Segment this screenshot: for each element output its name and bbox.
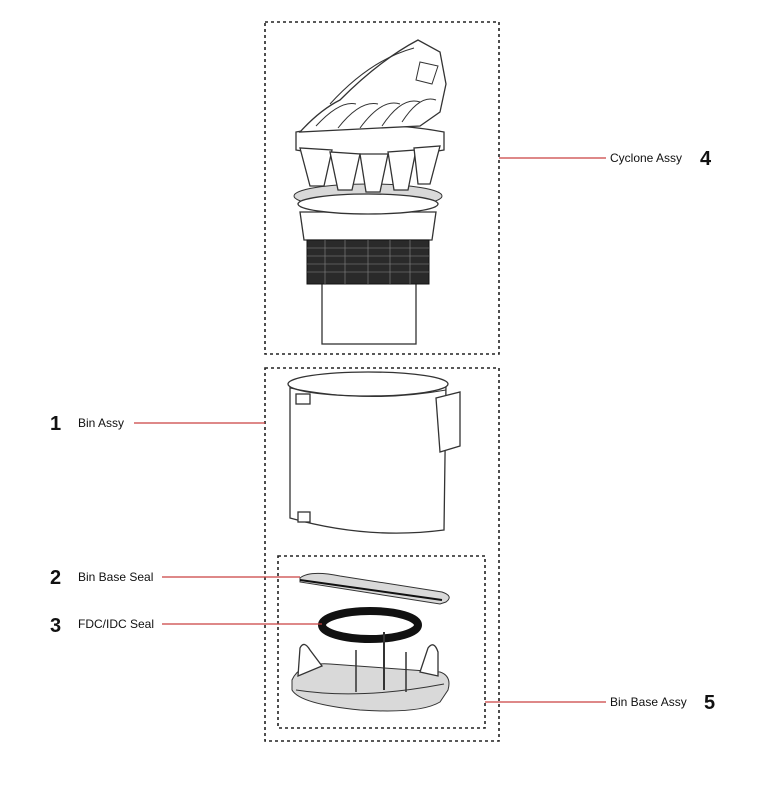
bin-assy-illustration	[287, 371, 461, 534]
callout-label: Bin Base Assy	[610, 695, 687, 709]
callout-fdc-idc-seal: 3 FDC/IDC Seal	[50, 615, 154, 637]
callout-label: Bin Assy	[78, 416, 124, 430]
callout-number: 2	[50, 567, 61, 589]
callout-label: Cyclone Assy	[610, 151, 682, 165]
cyclone-assy-group-box	[264, 21, 500, 355]
fdc-idc-seal-illustration	[318, 607, 422, 643]
bin-assy-group-box	[264, 367, 500, 742]
bin-base-assy-group-box	[277, 555, 486, 729]
callout-number: 3	[50, 615, 61, 637]
bin-base-assy-illustration	[291, 632, 450, 712]
callout-bin-base-assy: Bin Base Assy 5	[610, 692, 715, 714]
callout-number: 5	[704, 692, 715, 714]
cyclone-assy-illustration	[293, 39, 447, 345]
callout-bin-assy: 1 Bin Assy	[50, 413, 124, 435]
bin-base-seal-illustration	[299, 572, 450, 605]
callout-number: 4	[700, 148, 712, 170]
callout-cyclone-assy: Cyclone Assy 4	[610, 148, 712, 170]
callout-bin-base-seal: 2 Bin Base Seal	[50, 567, 153, 589]
callout-number: 1	[50, 413, 61, 435]
callout-label: Bin Base Seal	[78, 570, 153, 584]
callout-label: FDC/IDC Seal	[78, 617, 154, 631]
